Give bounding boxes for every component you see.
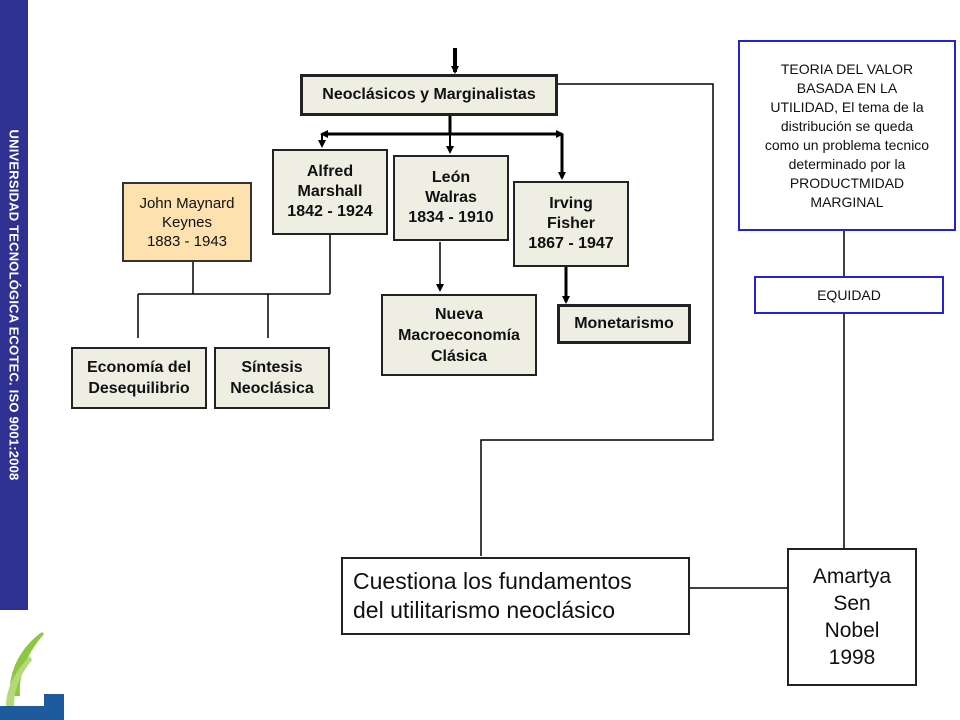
node-cuestiona-fundamentos: Cuestiona los fundamentos del utilitaris… <box>341 557 690 635</box>
node-alfred-marshall: Alfred Marshall 1842 - 1924 <box>272 149 388 235</box>
node-fisher-label: Irving Fisher 1867 - 1947 <box>528 195 614 252</box>
node-desequilibrio-label: Economía del Desequilibrio <box>86 359 192 397</box>
node-marshall-label: Alfred Marshall 1842 - 1924 <box>287 163 373 220</box>
node-neoclasicos-label: Neoclásicos y Marginalistas <box>322 86 536 103</box>
node-monetarismo: Monetarismo <box>557 304 691 344</box>
node-sintesis-label: Síntesis Neoclásica <box>230 359 314 397</box>
node-equidad: EQUIDAD <box>754 276 944 314</box>
node-equidad-label: EQUIDAD <box>817 287 881 303</box>
node-sintesis-neoclasica: Síntesis Neoclásica <box>214 347 330 409</box>
node-cuestiona-label: Cuestiona los fundamentos del utilitaris… <box>353 568 632 623</box>
university-sidebar: UNIVERSIDAD TECNOLÓGICA ECOTEC. ISO 9001… <box>0 0 28 610</box>
node-monetarismo-label: Monetarismo <box>574 315 674 332</box>
node-john-maynard-keynes: John Maynard Keynes 1883 - 1943 <box>122 182 252 262</box>
node-teoria-del-valor: TEORIA DEL VALOR BASADA EN LA UTILIDAD, … <box>738 40 956 231</box>
node-nueva-macro-label: Nueva Macroeconomía Clásica <box>398 305 520 365</box>
ecotec-logo <box>0 632 64 720</box>
node-teoria-valor-label: TEORIA DEL VALOR BASADA EN LA UTILIDAD, … <box>764 60 930 210</box>
node-keynes-label: John Maynard Keynes 1883 - 1943 <box>139 194 235 250</box>
node-sen-label: Amartya Sen Nobel 1998 <box>812 565 892 669</box>
node-economia-desequilibrio: Economía del Desequilibrio <box>71 347 207 409</box>
node-nueva-macroeconomia-clasica: Nueva Macroeconomía Clásica <box>381 294 537 376</box>
node-leon-walras: León Walras 1834 - 1910 <box>393 155 509 241</box>
node-amartya-sen: Amartya Sen Nobel 1998 <box>787 548 917 686</box>
node-irving-fisher: Irving Fisher 1867 - 1947 <box>513 181 629 267</box>
node-walras-label: León Walras 1834 - 1910 <box>408 169 494 226</box>
node-neoclasicos-marginalistas: Neoclásicos y Marginalistas <box>300 74 558 116</box>
